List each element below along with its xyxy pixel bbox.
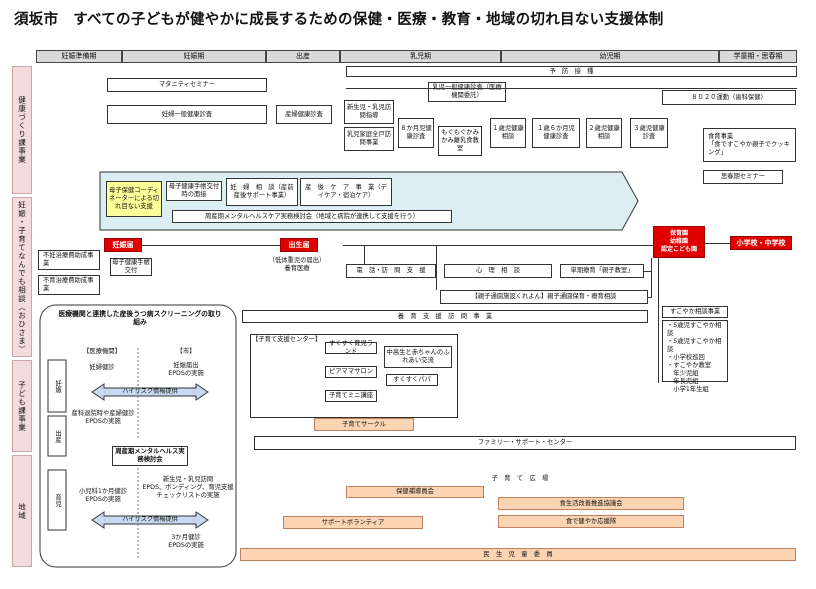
home-visit-all-box: 乳児家庭全戸訪問事業 [344,127,394,151]
connector [651,258,652,298]
screening-step-hospital-2: 産科退院時や産婦健診 EPDSの実施 [71,410,135,425]
stage-childcare: 育児 [54,493,61,507]
sidebar-kenkou: 健康づくり課事業 [12,66,32,194]
weaning-class-box: もぐもぐかみかみ離乳食教室 [438,126,482,156]
consult-1y-box: １歳児健康相談 [490,118,526,148]
screening-hospital-header: 【医療機関】 [83,348,121,355]
food-education-box: 食育事業 「食ですこやか親子でクッキング」 [703,128,796,162]
prenatal-checkup-box: 妊婦一般健康診査 [107,105,267,124]
stage-header-birth: 出産 [266,50,340,63]
connector [436,246,437,290]
connector [658,258,659,383]
sidebar-kodomo: 子ども課事業 [12,360,32,452]
checkup-8m-box: ８か月児健康診査 [398,118,434,148]
childcare-square-box: 子 育 て 広 場 [244,472,796,485]
stage-birth: 出産 [54,429,61,443]
mini-lecture-box: 子育てミニ講座 [325,390,377,402]
sukusuku-papa-box: すくすくパパ [386,374,438,386]
birth-notice-box: 出生届 [280,238,318,252]
adolescence-seminar-box: 思春期セミナー [703,170,783,184]
screening-step-city-1: 妊娠届出 EPDSの実施 [168,362,204,377]
health-promoters-box: 保健補導員会 [346,486,484,498]
page-title: 須坂市 すべての子どもが健やかに成長するための保健・医療・教育・地域の切れ目ない… [14,12,664,28]
connector [343,245,653,246]
connector [644,271,652,272]
screening-step-hospital-1: 妊婦健診 [89,364,115,371]
support-volunteer-box: サポートボランティア [283,516,423,529]
screening-step-city-3: 3か月健診 EPDSの実施 [168,534,204,549]
newborn-visit-box: 新生児・乳児訪問指導 [344,100,394,124]
postnatal-care-box: 産 後 ケ ア 事 業（デイケア・宿泊ケア） [300,178,392,206]
screening-step-city-2: 新生児・乳児訪問 EPDS、ボンディング、育児支援チェックリストの実施 [142,476,234,499]
peer-mama-box: ピアママサロン [325,366,377,378]
home-visit-support-box: 養 育 支 援 訪 問 事 業 [242,310,648,323]
short-term-therapy-box: 単期療育「親子教室」 [560,264,644,278]
welfare-commissioners-box: 民 生 児 童 委 員 [240,548,796,561]
high-risk-info-arrow-1: ハイリスク情報提供 [122,388,178,395]
family-support-box: ファミリー・サポート・センター [254,436,796,450]
connector [648,297,652,298]
stage-pregnancy: 妊娠 [54,379,61,393]
nursery-box: 保育園 幼稚園 認定こども園 [653,226,705,258]
stage-header-pregnancy: 妊娠期 [122,50,266,63]
food-cheer-box: 食で健やか応援隊 [498,515,684,528]
stage-header-school: 学童期・思春期 [719,50,797,63]
teen-baby-box: 中高生と赤ちゃんのふれあい交流 [384,346,452,368]
sukusuku-land-box: すくすく育児ランド [325,340,377,355]
sidebar-ninshin-soudan: 妊娠・子育てなんでも相談（おひさま） [12,197,32,357]
screening-city-header: 【市】 [176,348,196,355]
infertility-subsidy-box: 不妊治療費助成事業 [38,250,100,270]
connector [346,88,797,89]
high-risk-info-arrow-2: ハイリスク情報提供 [122,516,178,523]
childcare-circle-box: 子育てサークル [314,418,414,431]
dental-8020-box: ８０２０運動（歯科保健） [662,90,796,105]
postpartum-checkup-box: 産婦健康診査 [276,105,332,124]
connector [705,243,730,244]
sukoyaka-consult-box: すこやか相談事業 [662,306,728,318]
connector [364,246,365,264]
stage-header-infancy: 乳児期 [340,50,501,63]
consult-2y-box: ２歳児健康相談 [586,118,622,148]
pregnancy-consult-box: 妊 婦 相 談（産前産後サポート事業） [226,178,298,206]
infant-checkup-hospital-box: 乳児一般健康診査（医療機関委託） [428,82,506,102]
maternity-seminar-box: マタニティセミナー [107,78,267,92]
parent-child-center-box: 【親子通園施設くれよん】親子通園保育・療育相談 [440,290,648,304]
screening-title: 医療機関と連携した産後うつ病スクリーニングの取り組み [58,310,222,326]
pregnancy-notice-box: 妊娠届 [104,238,142,252]
phone-visit-box: 電 話・訪 問 支 援 [346,264,436,278]
mental-health-meeting-box: 周産期メンタルヘルスケア実務検討会（地域と病院が連携して支援を行う） [172,210,452,223]
coordinator-box: 母子保健コーディネーターによる切れ目ない支援 [106,181,162,217]
psych-consult-box: 心 理 相 談 [444,264,552,278]
diet-improvement-box: 食生活改善推進協議会 [498,497,684,510]
recurrent-miscarriage-subsidy-box: 不育治療費助成事業 [38,275,100,295]
handbook-issue-box: 母子健康手帳交付 [110,258,152,276]
stage-header-prepregnancy: 妊娠準備期 [36,50,122,63]
school-box: 小学校・中学校 [730,236,792,250]
checkup-1y6m-box: １歳６か月児健康診査 [532,118,580,148]
screening-step-hospital-3: 小児科1か月健診 EPDSの実施 [78,488,128,503]
sidebar-chiiki: 地域 [12,455,32,567]
handbook-interview-box: 母子健康手帳交付時の面接 [166,181,222,201]
immunization-box: 予 防 接 種 [346,66,797,77]
checkup-3y-box: ３歳児健康診査 [630,118,668,148]
sukoyaka-list-box: ・5歳児すこやか相談 ・5歳児すこやか相談 ・小学校巡回 ・すこやか教室 年少児… [662,320,728,393]
stage-header-toddler: 幼児期 [501,50,719,63]
screening-mental-meeting-box: 周産期メンタルヘルス実務検討会 [112,446,188,466]
low-birthweight-box: （低体重児の届出） 養育医療 [266,256,328,274]
connector [142,245,280,246]
